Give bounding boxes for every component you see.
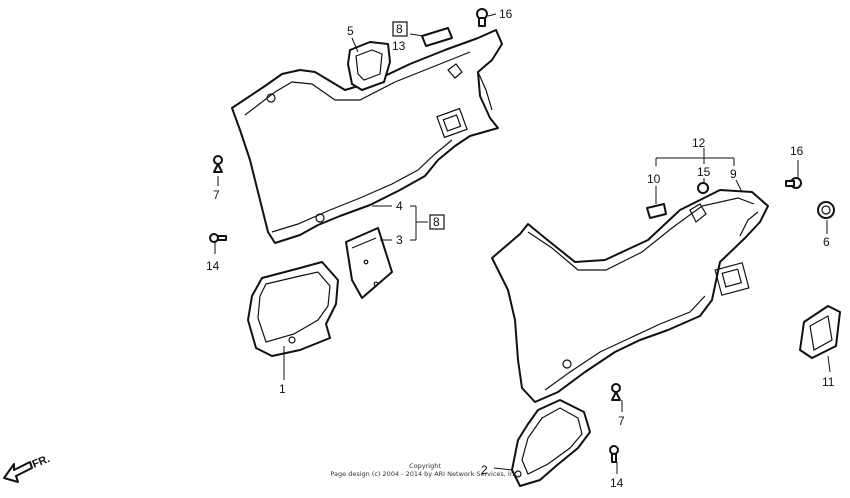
lower-trim-panel (491, 189, 769, 403)
screw-7-left (213, 155, 223, 173)
screw-14-right (609, 445, 619, 463)
copyright-line-1: Copyright (409, 462, 441, 470)
clip-16-right (785, 177, 802, 189)
clip-16-top (476, 8, 488, 27)
callout-9: 9 (730, 167, 737, 181)
plate-3 (345, 227, 393, 299)
bezel-11 (799, 305, 841, 359)
callout-5: 5 (347, 24, 354, 38)
leader-lines (214, 13, 831, 474)
callout-6: 6 (823, 235, 830, 249)
grommet-6 (817, 201, 835, 219)
callout-3: 3 (396, 233, 403, 247)
callout-12: 12 (692, 136, 706, 150)
callouts: 5 8 13 16 7 14 4 3 8 1 12 10 15 9 16 6 1… (206, 7, 835, 490)
copyright-footer: Copyright Page design (c) 2004 - 2014 by… (0, 462, 850, 478)
callout-1: 1 (279, 382, 286, 396)
callout-2: 2 (481, 463, 488, 477)
callout-box-8-mid (429, 214, 445, 230)
upper-trim-panel (231, 29, 503, 244)
screw-14-left (209, 233, 227, 243)
callout-8-top: 8 (396, 22, 403, 36)
bracket-5 (347, 41, 391, 91)
plate-13 (421, 27, 453, 47)
callout-15: 15 (697, 165, 711, 179)
callout-4: 4 (396, 199, 403, 213)
callout-14-right: 14 (610, 476, 624, 490)
callout-16-right: 16 (790, 144, 804, 158)
cover-1 (247, 261, 339, 357)
callout-16-top: 16 (499, 7, 513, 21)
callout-box-8-top (392, 21, 408, 37)
screw-7-right (611, 383, 621, 401)
pad-10 (646, 203, 667, 219)
clip-15 (697, 182, 709, 194)
callout-13: 13 (392, 39, 406, 53)
callout-14-left: 14 (206, 259, 220, 273)
callout-8-mid: 8 (433, 215, 440, 229)
cover-2 (511, 399, 591, 487)
callout-7-right: 7 (618, 414, 625, 428)
callout-11: 11 (822, 375, 835, 389)
copyright-line-2: Page design (c) 2004 - 2014 by ARI Netwo… (330, 470, 520, 478)
callout-10: 10 (647, 172, 661, 186)
callout-7-left: 7 (213, 188, 220, 202)
